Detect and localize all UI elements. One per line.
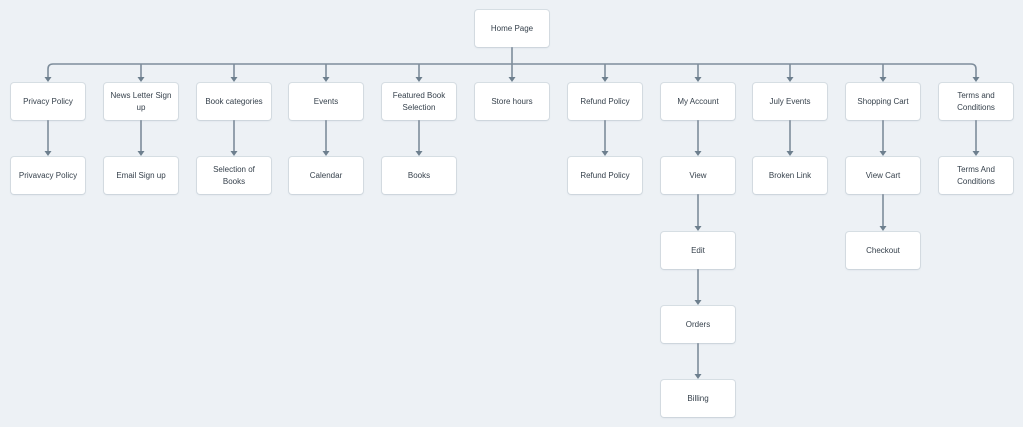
node-label: Terms and Conditions (957, 90, 995, 112)
node-news-letter-sign-up[interactable]: News Letter Sign up (104, 83, 178, 120)
arrowhead-icon (230, 77, 238, 82)
arrowhead-icon (879, 151, 887, 156)
arrowhead-icon (508, 77, 516, 82)
arrowhead-icon (601, 151, 609, 156)
node-label: Store hours (491, 96, 533, 106)
node-label: Events (313, 96, 339, 106)
node-label: News Letter Sign up (110, 90, 172, 112)
node-label: Calendar (309, 170, 343, 180)
node-label: Refund Policy (580, 96, 630, 106)
arrowhead-icon (137, 151, 145, 156)
arrowhead-icon (601, 77, 609, 82)
arrowhead-icon (694, 77, 702, 82)
node-label: Books (407, 170, 431, 180)
node-label: Privacy Policy (23, 96, 73, 106)
arrowhead-icon (972, 151, 980, 156)
node-privavacy-policy[interactable]: Privavacy Policy (11, 157, 85, 194)
node-view[interactable]: View (661, 157, 735, 194)
node-edit[interactable]: Edit (661, 232, 735, 269)
node-label: Terms And Conditions (957, 164, 995, 186)
node-checkout[interactable]: Checkout (846, 232, 920, 269)
node-selection-of-books[interactable]: Selection of Books (197, 157, 271, 194)
node-refund-policy[interactable]: Refund Policy (568, 83, 642, 120)
arrowhead-icon (694, 151, 702, 156)
connector-trunk (47, 63, 977, 77)
node-label: Book categories (205, 96, 263, 106)
node-label: Broken Link (768, 170, 812, 180)
node-billing[interactable]: Billing (661, 380, 735, 417)
node-label: View Cart (865, 170, 901, 180)
node-refund-policy[interactable]: Refund Policy (568, 157, 642, 194)
node-featured-book-selection[interactable]: Featured Book Selection (382, 83, 456, 120)
node-july-events[interactable]: July Events (753, 83, 827, 120)
arrowhead-icon (694, 300, 702, 305)
arrowhead-icon (415, 151, 423, 156)
node-label: View (689, 170, 707, 180)
node-orders[interactable]: Orders (661, 306, 735, 343)
arrowhead-icon (415, 77, 423, 82)
node-email-sign-up[interactable]: Email Sign up (104, 157, 178, 194)
node-label: Edit (691, 245, 705, 255)
node-label: July Events (769, 96, 811, 106)
node-label: Billing (687, 393, 709, 403)
arrowhead-icon (694, 374, 702, 379)
arrowhead-icon (694, 226, 702, 231)
arrowhead-icon (230, 151, 238, 156)
node-home-page[interactable]: Home Page (475, 10, 549, 47)
node-label: Refund Policy (580, 170, 630, 180)
arrowhead-icon (972, 77, 980, 82)
node-label: Home Page (490, 23, 534, 33)
arrowhead-icon (786, 77, 794, 82)
node-label: Featured Book Selection (392, 90, 446, 112)
node-events[interactable]: Events (289, 83, 363, 120)
arrowhead-icon (879, 226, 887, 231)
node-calendar[interactable]: Calendar (289, 157, 363, 194)
arrowhead-icon (879, 77, 887, 82)
arrowhead-icon (786, 151, 794, 156)
node-books[interactable]: Books (382, 157, 456, 194)
node-label: Selection of Books (213, 164, 255, 186)
node-view-cart[interactable]: View Cart (846, 157, 920, 194)
node-label: My Account (677, 96, 719, 106)
arrowhead-icon (322, 77, 330, 82)
node-label: Checkout (866, 245, 900, 255)
node-terms-and-conditions[interactable]: Terms And Conditions (939, 157, 1013, 194)
node-broken-link[interactable]: Broken Link (753, 157, 827, 194)
node-label: Shopping Cart (857, 96, 909, 106)
arrowhead-icon (322, 151, 330, 156)
node-privacy-policy[interactable]: Privacy Policy (11, 83, 85, 120)
arrowhead-icon (44, 151, 52, 156)
node-book-categories[interactable]: Book categories (197, 83, 271, 120)
node-terms-and-conditions[interactable]: Terms and Conditions (939, 83, 1013, 120)
node-label: Email Sign up (116, 170, 166, 180)
node-label: Privavacy Policy (18, 170, 78, 180)
node-store-hours[interactable]: Store hours (475, 83, 549, 120)
node-label: Orders (685, 319, 711, 329)
node-shopping-cart[interactable]: Shopping Cart (846, 83, 920, 120)
arrowhead-icon (137, 77, 145, 82)
node-my-account[interactable]: My Account (661, 83, 735, 120)
arrowhead-icon (44, 77, 52, 82)
